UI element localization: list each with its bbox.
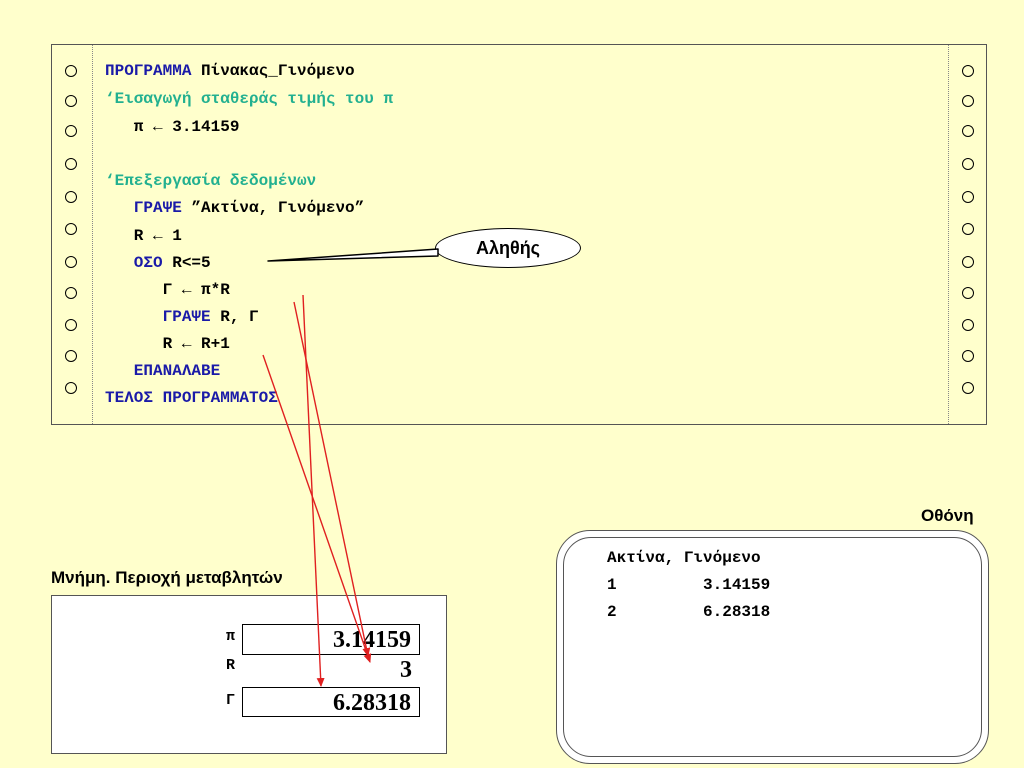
memory-panel: π 3.14159 R 3 Γ 6.28318: [51, 595, 447, 754]
code-line-write-values: ΓΡΑΨΕ R, Γ: [105, 308, 259, 326]
right-perforation-divider: [948, 45, 949, 424]
left-perforation-hole: [65, 223, 77, 235]
code-line-comment-processing: ‘Επεξεργασία δεδομένων: [105, 172, 317, 190]
left-perforation-hole: [65, 65, 77, 77]
right-perforation-hole: [962, 350, 974, 362]
screen-line-row-1: 1 3.14159: [607, 576, 771, 594]
code-line-assign-pi: π ← 3.14159: [105, 118, 240, 136]
code-line-end-program: ΤΕΛΟΣ ΠΡΟΓΡΑΜΜΑΤΟΣ: [105, 389, 278, 407]
right-perforation-hole: [962, 223, 974, 235]
left-perforation-hole: [65, 287, 77, 299]
var-name-gamma: Γ: [226, 692, 236, 709]
right-perforation-hole: [962, 256, 974, 268]
var-value-gamma: 6.28318: [242, 687, 420, 717]
right-perforation-hole: [962, 65, 974, 77]
right-perforation-hole: [962, 95, 974, 107]
code-line-assign-gamma: Γ ← π*R: [105, 281, 230, 299]
code-line-end-loop: ΕΠΑΝΑΛΑΒΕ: [105, 362, 221, 380]
left-perforation-divider: [92, 45, 93, 424]
code-line-while: ΟΣΟ R<=5: [105, 254, 211, 272]
code-line-assign-r: R ← 1: [105, 227, 182, 245]
right-perforation-hole: [962, 382, 974, 394]
screen-inner-frame: [563, 537, 982, 757]
code-line-comment-input: ‘Εισαγωγή σταθεράς τιμής του π: [105, 90, 394, 108]
screen-line-row-2: 2 6.28318: [607, 603, 771, 621]
var-name-pi: π: [226, 628, 236, 645]
left-perforation-hole: [65, 350, 77, 362]
left-perforation-hole: [65, 256, 77, 268]
code-line-increment-r: R ← R+1: [105, 335, 230, 353]
var-value-r: 3: [242, 654, 420, 684]
var-name-r: R: [226, 657, 236, 674]
code-line-program: ΠΡΟΓΡΑΜΜΑ Πίνακας_Γινόμενο: [105, 62, 355, 80]
left-perforation-hole: [65, 191, 77, 203]
var-value-pi: 3.14159: [242, 624, 420, 654]
code-line-write-header: ΓΡΑΨΕ ”Ακτίνα, Γινόμενο”: [105, 199, 365, 217]
left-perforation-hole: [65, 125, 77, 137]
left-perforation-hole: [65, 382, 77, 394]
left-perforation-hole: [65, 319, 77, 331]
screen-line-header: Ακτίνα, Γινόμενο: [607, 549, 761, 567]
code-panel: ΠΡΟΓΡΑΜΜΑ Πίνακας_Γινόμενο ‘Εισαγωγή στα…: [51, 44, 987, 425]
memory-title: Μνήμη. Περιοχή μεταβλητών: [51, 568, 283, 587]
right-perforation-hole: [962, 158, 974, 170]
screen-panel: Ακτίνα, Γινόμενο 1 3.14159 2 6.28318: [556, 530, 989, 764]
left-perforation-hole: [65, 95, 77, 107]
right-perforation-hole: [962, 319, 974, 331]
right-perforation-hole: [962, 191, 974, 203]
callout-text: Αληθής: [475, 237, 541, 258]
right-perforation-hole: [962, 287, 974, 299]
condition-true-callout: Αληθής: [435, 228, 581, 268]
right-perforation-hole: [962, 125, 974, 137]
left-perforation-hole: [65, 158, 77, 170]
screen-title: Οθόνη: [921, 506, 974, 525]
